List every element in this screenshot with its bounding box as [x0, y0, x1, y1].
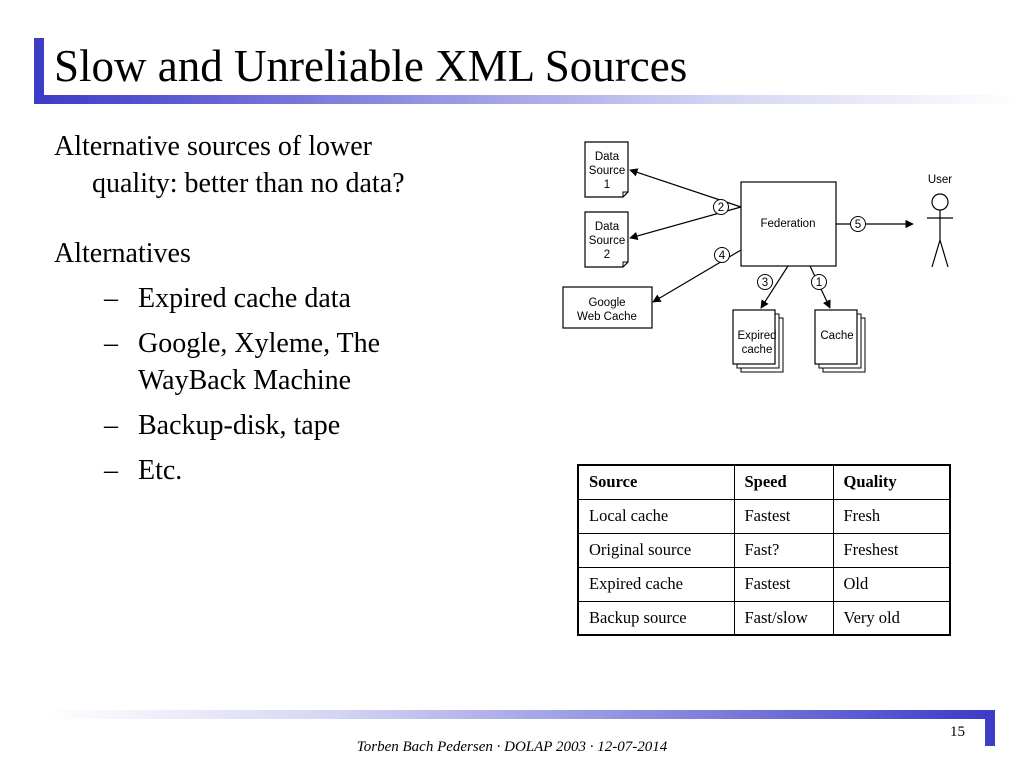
table-cell: Expired cache — [577, 566, 735, 602]
table-row: Backup source Fast/slow Very old — [577, 600, 951, 636]
svg-text:2: 2 — [718, 202, 724, 214]
bullet-line: quality: better than no data? — [92, 168, 405, 199]
bullet-alternatives: Alternatives — [54, 238, 191, 269]
source-comparison-table: Source Speed Quality Local cache Fastest… — [577, 464, 951, 636]
step-marker-2: 2 — [713, 199, 729, 215]
data-source-1-label: 1 — [604, 179, 610, 191]
sub-bullet-backup: – Backup-disk, tape — [54, 407, 524, 444]
table-cell: Backup source — [577, 600, 735, 636]
page-number: 15 — [950, 724, 965, 740]
dash-marker: – — [104, 455, 118, 486]
federation-box: Federation — [740, 181, 837, 267]
svg-text:4: 4 — [719, 250, 726, 262]
dash-marker: – — [104, 410, 118, 441]
step-marker-4: 4 — [714, 247, 730, 263]
table-header-row: Source Speed Quality — [577, 464, 951, 500]
data-source-2-label: Source — [589, 235, 625, 247]
table-cell: Freshest — [832, 532, 951, 568]
table-row: Expired cache Fastest Old — [577, 566, 951, 602]
data-source-2-label: Data — [595, 221, 620, 233]
google-web-cache: Google Web Cache — [562, 286, 653, 329]
title-underline — [44, 95, 1020, 104]
table-cell: Very old — [832, 600, 951, 636]
step-marker-5: 5 — [850, 216, 866, 232]
sub-bullet-text: Backup-disk, tape — [138, 410, 341, 441]
table-cell: Old — [832, 566, 951, 602]
header-quality: Quality — [832, 464, 951, 500]
step-marker-1: 1 — [811, 274, 827, 290]
sub-bullet-text: Google, Xyleme, The — [138, 328, 381, 359]
google-label: Google — [588, 297, 625, 309]
sub-bullet-etc: – Etc. — [54, 452, 524, 489]
federation-diagram: Data Source 1 Data Source 2 Google Web C… — [562, 141, 953, 373]
bullet-line: Alternative sources of lower — [54, 131, 372, 162]
footer-accent-bar — [985, 710, 995, 746]
expired-cache-label: Expired — [738, 330, 777, 342]
sub-bullet-google: – Google, Xyleme, The WayBack Machine — [54, 325, 524, 399]
table-row: Original source Fast? Freshest — [577, 532, 951, 568]
table-cell: Local cache — [577, 498, 735, 534]
bullet-alternative-sources: Alternative sources of lower quality: be… — [54, 128, 524, 202]
footer-credit: Torben Bach Pedersen · DOLAP 2003 · 12-0… — [356, 739, 668, 755]
svg-text:1: 1 — [816, 277, 822, 289]
table-cell: Fresh — [832, 498, 951, 534]
header-speed: Speed — [733, 464, 834, 500]
sub-bullet-text: WayBack Machine — [138, 365, 352, 396]
svg-text:3: 3 — [762, 277, 768, 289]
cache-label: Cache — [820, 330, 853, 342]
data-source-2: Data Source 2 — [584, 211, 629, 268]
dash-marker: – — [104, 283, 118, 314]
arrow-to-expired-cache — [760, 265, 789, 309]
slide-title: Slow and Unreliable XML Sources — [54, 41, 688, 91]
table-cell: Fastest — [733, 566, 834, 602]
svg-text:5: 5 — [855, 219, 861, 231]
table-cell: Fast/slow — [733, 600, 834, 636]
sub-bullet-expired-cache: – Expired cache data — [54, 280, 524, 317]
expired-cache-stack: Expired cache — [732, 309, 784, 373]
cache-stack: Cache — [814, 309, 866, 373]
federation-label: Federation — [761, 218, 816, 230]
google-label: Web Cache — [577, 311, 637, 323]
dash-marker: – — [104, 328, 118, 359]
step-marker-3: 3 — [757, 274, 773, 290]
table-cell: Original source — [577, 532, 735, 568]
expired-cache-label: cache — [742, 344, 773, 356]
bullet-list: Alternative sources of lower quality: be… — [54, 128, 524, 489]
data-source-1-label: Data — [595, 151, 620, 163]
data-source-2-label: 2 — [604, 249, 610, 261]
header-source: Source — [577, 464, 735, 500]
title-accent-bar — [34, 38, 44, 104]
sub-bullet-text: Expired cache data — [138, 283, 351, 314]
data-source-1-label: Source — [589, 165, 625, 177]
user-label: User — [928, 174, 952, 186]
table-row: Local cache Fastest Fresh — [577, 498, 951, 534]
data-source-1: Data Source 1 — [584, 141, 629, 198]
user-stick-figure: User — [927, 174, 953, 268]
table-cell: Fast? — [733, 532, 834, 568]
table-cell: Fastest — [733, 498, 834, 534]
sub-bullet-text: Etc. — [138, 455, 183, 486]
footer-line — [45, 710, 985, 719]
